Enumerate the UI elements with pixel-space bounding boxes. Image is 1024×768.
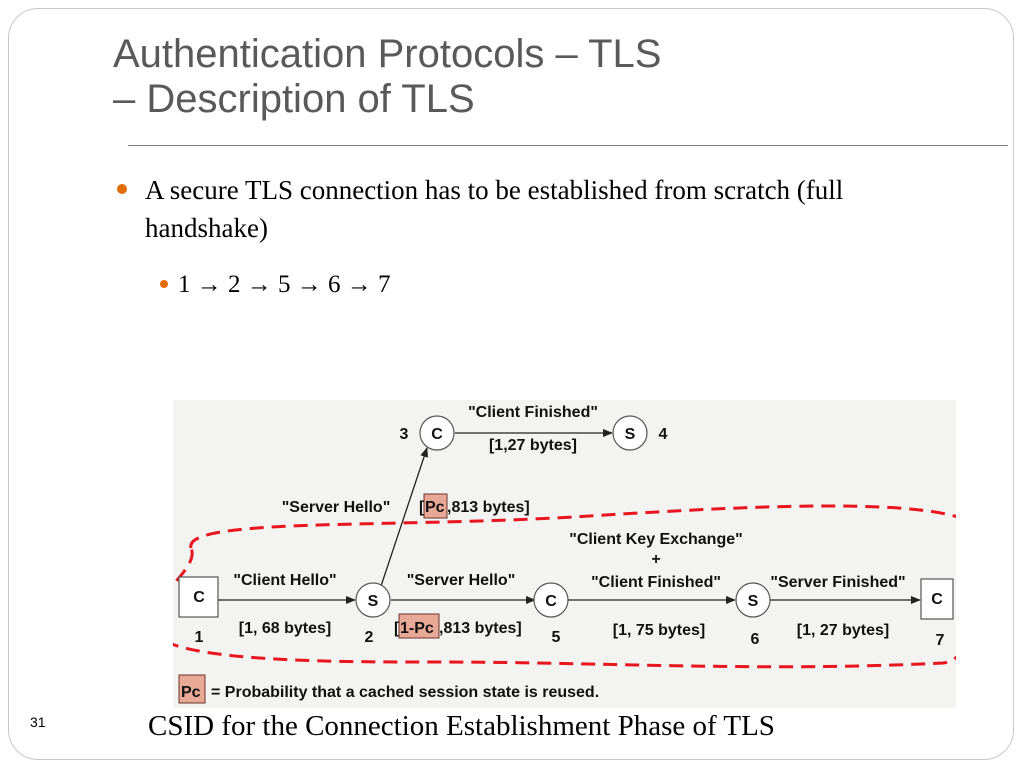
full-handshake-outline: [173, 504, 956, 669]
edge-n3-n4-message: "Client Finished": [468, 404, 598, 421]
node-n1-number: 1: [195, 629, 204, 646]
node-n4-number: 4: [659, 426, 668, 443]
node-n5-number: 5: [552, 629, 561, 646]
edge-n2-n3-message: "Server Hello": [282, 499, 391, 516]
edge-n1-n2-size: [1, 68 bytes]: [239, 620, 331, 637]
node-n3: [419, 415, 455, 451]
edge-n2-n3-size: ,813 bytes]: [447, 499, 530, 516]
title-line-2: – Description of TLS: [113, 77, 475, 121]
edge-n5-n6-size: [1, 75 bytes]: [613, 622, 705, 639]
edge-n2-n3-prob: Pc: [425, 499, 445, 516]
figure-caption: CSID for the Connection Establishment Ph…: [148, 710, 775, 742]
title-line-1: Authentication Protocols – TLS: [113, 32, 662, 76]
legend-text: = Probability that a cached session stat…: [211, 684, 599, 701]
slide-frame: [8, 8, 1014, 760]
node-n7-number: 7: [936, 632, 945, 649]
edge-n1-n2-message: "Client Hello": [233, 572, 336, 589]
node-n3-label: C: [431, 426, 443, 443]
node-n1-label: C: [193, 589, 205, 606]
edge-n5-n6-message-line-2: +: [651, 551, 660, 568]
pc-highlight-box: [423, 493, 448, 519]
node-n7: [920, 578, 954, 620]
edge-n2-n3: [380, 447, 428, 587]
edge-n6-n7-message: "Server Finished": [770, 574, 905, 591]
node-n6-number: 6: [751, 631, 760, 648]
node-n3-number: 3: [400, 426, 409, 443]
node-n5-label: C: [545, 593, 557, 610]
one-minus-pc-highlight-box: [398, 613, 440, 639]
node-n5: [533, 582, 569, 618]
tls-csid-figure: "Client Hello" [1, 68 bytes] "Server Hel…: [173, 400, 956, 708]
edge-n2-n5-size-prefix: [: [394, 620, 400, 637]
node-n6-label: S: [748, 593, 759, 610]
edge-n6-n7-size: [1, 27 bytes]: [797, 622, 889, 639]
legend-pc-box: [178, 674, 206, 704]
title-underline: [128, 145, 1008, 146]
slide-title: Authentication Protocols – TLS – Descrip…: [113, 32, 993, 122]
node-n4-label: S: [625, 426, 636, 443]
edge-n3-n4-size: [1,27 bytes]: [489, 437, 577, 454]
node-n2-label: S: [368, 593, 379, 610]
node-n4: [612, 415, 648, 451]
page-number: 31: [30, 714, 46, 730]
sub-bullet-path: 1 → 2 → 5 → 6 → 7: [160, 271, 391, 298]
edge-n5-n6-message-line-1: "Client Key Exchange": [569, 531, 742, 548]
edge-n2-n3-size-prefix: [: [419, 499, 425, 516]
tls-csid-diagram: "Client Hello" [1, 68 bytes] "Server Hel…: [173, 404, 956, 704]
node-n7-label: C: [931, 591, 943, 608]
node-n6: [735, 582, 771, 618]
edge-n5-n6-message-line-3: "Client Finished": [591, 574, 721, 591]
node-n2-number: 2: [365, 629, 374, 646]
edge-n2-n5-size: ,813 bytes]: [439, 620, 522, 637]
edge-n2-n5-message: "Server Hello": [407, 572, 516, 589]
legend-symbol: Pc: [181, 684, 201, 701]
bullet-full-handshake: A secure TLS connection has to be establ…: [117, 171, 945, 247]
node-n2: [355, 582, 391, 618]
node-n1: [178, 576, 219, 618]
edge-n2-n5-prob: 1-Pc: [400, 620, 434, 637]
